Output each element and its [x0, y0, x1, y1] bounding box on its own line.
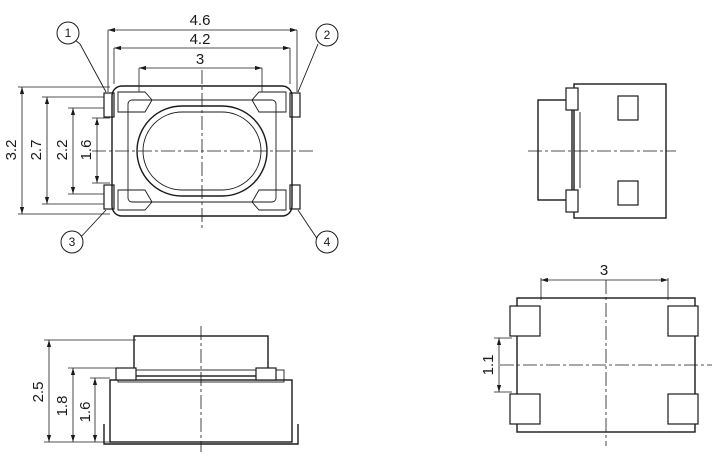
- corner-pad: [251, 189, 287, 211]
- front-tab-right: [255, 367, 277, 381]
- pin-4-callout: 4: [297, 209, 339, 254]
- pin-2-label: 2: [324, 28, 331, 42]
- dim-lead-height-label: 1.6: [77, 402, 94, 423]
- dim-body-width-label: 4.2: [190, 31, 211, 48]
- dim-bottom-pad-height-label: 1.1: [480, 355, 497, 376]
- dim-lead-height: 1.6: [77, 377, 110, 442]
- bottom-view: 3 1.1: [480, 262, 712, 446]
- top-view: 4.6 4.2 3 3.2 2.7: [3, 12, 339, 254]
- bottom-pad-top-left: [509, 305, 541, 337]
- dim-overall-height: 3.2: [3, 86, 110, 215]
- pin-1-callout: 1: [56, 21, 107, 93]
- pin-1-label: 1: [65, 26, 72, 40]
- dim-bottom-width: 3: [540, 262, 669, 300]
- front-view: 2.5 1.8 1.6: [30, 326, 299, 452]
- dim-actuator-height: 2.2: [54, 107, 110, 195]
- dim-body-height-label: 2.7: [28, 140, 45, 161]
- dim-bottom-width-label: 3: [600, 262, 608, 279]
- pin-4-label: 4: [324, 235, 331, 249]
- lead-4: [289, 184, 301, 210]
- front-tab-left: [115, 367, 137, 381]
- dim-overall-height-label: 3.2: [3, 140, 20, 161]
- side-lead-bottom-left: [565, 189, 579, 213]
- dim-overall-width-label: 4.6: [190, 12, 211, 29]
- side-lead-top-right: [617, 95, 639, 121]
- side-lead-bottom-right: [617, 180, 639, 206]
- pin-3-callout: 3: [60, 209, 107, 254]
- bottom-pad-bottom-right: [667, 393, 699, 425]
- side-view: [528, 83, 676, 219]
- bottom-pad-top-right: [667, 305, 699, 337]
- side-actuator: [537, 99, 573, 201]
- dim-overall-width: 4.6: [107, 12, 298, 92]
- dim-front-body-height-label: 1.8: [54, 396, 71, 417]
- dim-total-height: 2.5: [30, 339, 136, 443]
- dim-front-body-height: 1.8: [54, 367, 116, 442]
- dim-pad-pitch: 1.6: [78, 117, 110, 184]
- dim-total-height-label: 2.5: [30, 382, 47, 403]
- pin-2-callout: 2: [297, 23, 339, 93]
- bottom-pad-bottom-left: [509, 393, 541, 425]
- corner-pad: [117, 91, 153, 113]
- corner-pad: [251, 91, 287, 113]
- lead-1: [103, 92, 115, 118]
- dim-actuator-width-label: 3: [196, 51, 204, 68]
- dim-body-height: 2.7: [28, 96, 110, 205]
- lead-2: [289, 92, 301, 118]
- dim-body-width: 4.2: [113, 31, 291, 84]
- dim-pad-pitch-label: 1.6: [78, 140, 95, 161]
- lead-3: [103, 184, 115, 210]
- dim-actuator-height-label: 2.2: [54, 140, 71, 161]
- pin-3-label: 3: [69, 235, 76, 249]
- corner-pad: [117, 189, 153, 211]
- dim-bottom-pad-height: 1.1: [480, 337, 512, 393]
- dim-actuator-width: 3: [138, 51, 263, 92]
- side-lead-top-left: [565, 87, 579, 111]
